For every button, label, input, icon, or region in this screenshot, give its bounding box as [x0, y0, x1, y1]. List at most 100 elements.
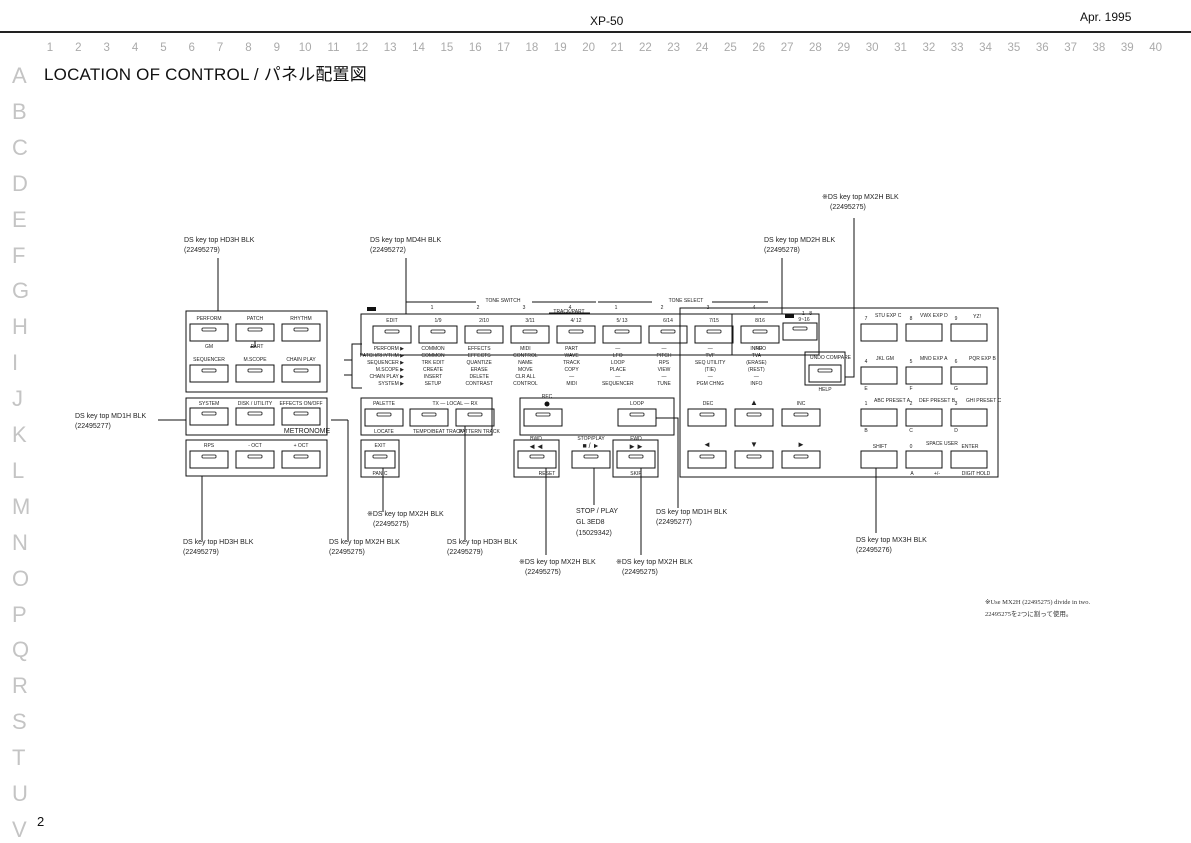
- row-letter: R: [12, 673, 28, 699]
- callout-part-number: (22495275): [329, 549, 365, 556]
- ruler-number: 12: [355, 42, 369, 54]
- track-key-label: 1/9: [434, 318, 442, 324]
- callout-text: ※DS key top MX2H BLK: [616, 559, 693, 566]
- track-key-label: 2/10: [479, 318, 489, 324]
- numpad-label: DEF PRESET B: [919, 398, 956, 404]
- matrix-cell: INFO: [750, 346, 763, 352]
- footnote-ja: 22495275を2つに割って使用。: [985, 611, 1073, 618]
- rps-key: [189, 450, 229, 469]
- utility-key: [235, 407, 275, 426]
- numpad-label: 4: [864, 359, 868, 365]
- callout-part-number: (22495277): [75, 423, 111, 430]
- loop-key: [617, 408, 657, 427]
- numpad-letter: B: [864, 428, 868, 434]
- up-key: [734, 408, 774, 427]
- stop-play-key: [571, 450, 611, 469]
- key-led-slot: [529, 454, 545, 459]
- key-led-slot: [792, 326, 808, 331]
- numpad-bottom-label: +/-: [934, 471, 940, 477]
- row-letter: O: [12, 565, 30, 591]
- footnote: ※Use MX2H (22495275) divide in two. 2249…: [985, 597, 1090, 621]
- ruler-number: 8: [245, 42, 252, 54]
- callout-part-number: (22495278): [764, 247, 800, 254]
- matrix-row-label: PATCH/RHYTHM ▶: [359, 353, 404, 359]
- matrix-cell: PLACE: [609, 367, 626, 373]
- page-number: 2: [37, 814, 45, 829]
- track-key-4: [556, 325, 596, 344]
- track-key-2: [464, 325, 504, 344]
- matrix-cell: SEQ UTILITY: [694, 360, 726, 366]
- key-led-slot: [614, 329, 630, 334]
- key-led-slot: [293, 411, 309, 416]
- left-arrow-icon: ◄: [703, 440, 711, 449]
- matrix-cell: LOOP: [610, 360, 625, 366]
- ruler-number: 5: [160, 42, 167, 54]
- matrix-row-label: CHAIN PLAY ▶: [369, 374, 404, 380]
- key-led-slot: [293, 327, 309, 332]
- effects-key: [281, 407, 321, 426]
- ruler-number: 28: [809, 42, 822, 54]
- plus-oct-label: + OCT: [293, 443, 309, 449]
- callout-part-number: (22495275): [830, 204, 866, 211]
- numpad-label: GHI PRESET C: [966, 398, 1002, 404]
- key-led-slot: [568, 329, 584, 334]
- tempo-label: TEMPO/BEAT TRACK: [413, 429, 464, 435]
- matrix-cell: CREATE: [423, 367, 443, 373]
- ruler-number: 10: [298, 42, 312, 54]
- ruler-number: 4: [131, 42, 139, 54]
- gm-label: GM: [204, 344, 214, 350]
- matrix-cell: SETUP: [424, 381, 442, 387]
- tone-num: 1: [430, 305, 434, 311]
- matrix-cell: (TIE): [704, 367, 716, 373]
- chainplay-label: CHAIN PLAY: [286, 357, 316, 363]
- numpad-bottom-label: DIGIT HOLD: [961, 471, 991, 477]
- sequencer-label: SEQUENCER: [193, 357, 225, 363]
- numpad-label: 9: [954, 316, 958, 322]
- matrix-cell: —: [661, 374, 667, 380]
- ruler-number: 40: [1149, 42, 1163, 54]
- matrix-cell: —: [707, 374, 713, 380]
- track-strip-frame: [360, 313, 733, 356]
- matrix-cell: COMMON: [421, 346, 445, 352]
- ruler-number: 25: [723, 42, 737, 54]
- chainplay-key: [281, 364, 321, 383]
- rps-label: RPS: [203, 443, 215, 449]
- callout-part-number: (22495275): [525, 569, 561, 576]
- ruler-number: 31: [894, 42, 907, 54]
- ruler-number: 13: [383, 42, 397, 54]
- callout-text: DS key top HD3H BLK: [447, 539, 518, 546]
- callout-stop-play: STOP / PLAY GL 3ED8 (15029342): [576, 506, 618, 539]
- matrix-cell: CONTROL: [513, 353, 538, 359]
- model-name: XP-50: [590, 14, 624, 28]
- ruler-number: 7: [216, 42, 224, 54]
- key-led-slot: [430, 329, 446, 334]
- matrix-row-label: SYSTEM ▶: [378, 381, 404, 387]
- numpad-label: JKL GM: [876, 356, 894, 362]
- system-block-frame: [185, 397, 328, 436]
- callout-md1h-loop: DS key top MD1H BLK (22495277): [656, 508, 727, 528]
- shift-label: SHIFT: [872, 444, 888, 450]
- matrix-cell: —: [615, 346, 621, 352]
- row-letter: G: [12, 278, 30, 304]
- bwd-key: [517, 450, 557, 469]
- key-led-slot: [699, 454, 715, 459]
- callout-part-number: (22495275): [622, 569, 658, 576]
- track-key-5: [602, 325, 642, 344]
- ruler-number: 23: [667, 42, 681, 54]
- matrix-cell: QUANTIZE: [466, 360, 492, 366]
- callout-text: DS key top MX3H BLK: [856, 537, 927, 544]
- ruler-number: 35: [1007, 42, 1021, 54]
- ruler-number: 1: [46, 42, 54, 54]
- numpad-letter: G: [954, 386, 958, 392]
- stop-play-icon: ■ / ►: [582, 443, 600, 450]
- matrix-cell: MIDI: [520, 346, 531, 352]
- key-led-slot: [793, 412, 809, 417]
- callout-part-number: (22495279): [183, 549, 219, 556]
- matrix-cell: WAVE: [564, 353, 579, 359]
- panic-label: PANIC: [372, 471, 388, 477]
- callout-hd3h-pattern: DS key top HD3H BLK (22495279): [447, 538, 517, 558]
- row-letter: I: [12, 350, 19, 376]
- rhythm-label: RHYTHM: [290, 316, 312, 322]
- loop-label: LOOP: [630, 401, 644, 407]
